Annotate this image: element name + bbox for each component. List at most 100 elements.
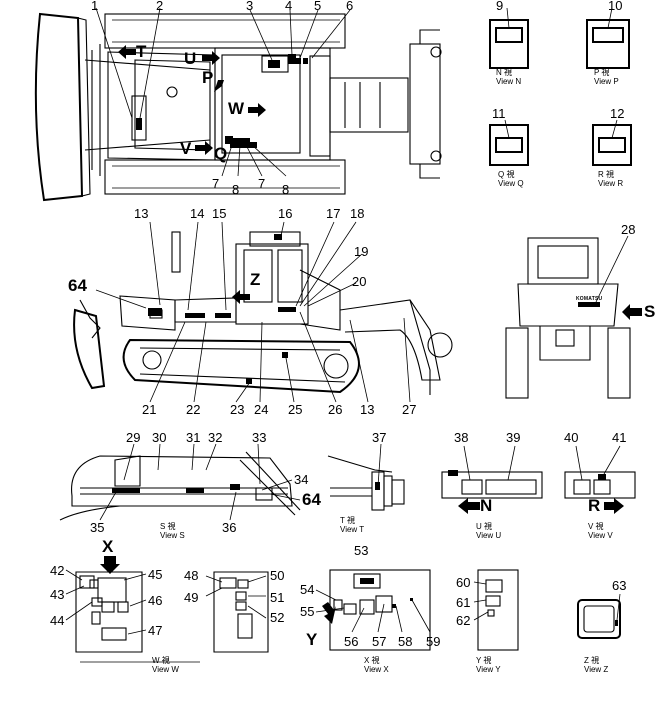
view-letter-T: T bbox=[136, 42, 147, 61]
view-letter-S: S bbox=[644, 302, 656, 321]
callout-13a: 13 bbox=[134, 206, 149, 221]
callout-14: 14 bbox=[190, 206, 205, 221]
callout-23: 23 bbox=[230, 402, 245, 417]
callout-42: 42 bbox=[50, 563, 65, 578]
view-v bbox=[564, 445, 636, 514]
callout-56: 56 bbox=[344, 634, 359, 649]
view-s bbox=[59, 443, 301, 521]
callout-48: 48 bbox=[184, 568, 199, 583]
callout-63: 63 bbox=[612, 578, 627, 593]
view-letter-Y: Y bbox=[306, 630, 318, 649]
callout-4: 4 bbox=[285, 0, 293, 13]
callout-53: 53 bbox=[354, 543, 369, 558]
callout-36: 36 bbox=[222, 520, 237, 535]
callout-7b: 7 bbox=[258, 176, 266, 191]
callout-20: 20 bbox=[352, 274, 367, 289]
callout-15: 15 bbox=[212, 206, 227, 221]
callout-1: 1 bbox=[91, 0, 99, 13]
brand-label: KOMATSU bbox=[576, 296, 603, 302]
callout-64b: 64 bbox=[302, 490, 321, 509]
callout-44: 44 bbox=[50, 613, 65, 628]
callout-17: 17 bbox=[326, 206, 341, 221]
callout-49: 49 bbox=[184, 590, 199, 605]
view-letter-V: V bbox=[180, 139, 192, 158]
rear-view bbox=[505, 235, 642, 399]
callout-64a: 64 bbox=[68, 276, 87, 295]
callout-57: 57 bbox=[372, 634, 387, 649]
view-t bbox=[327, 443, 405, 511]
callout-61: 61 bbox=[456, 595, 471, 610]
callout-46: 46 bbox=[148, 593, 163, 608]
callout-9: 9 bbox=[496, 0, 504, 13]
callout-62: 62 bbox=[456, 613, 471, 628]
callout-22: 22 bbox=[186, 402, 201, 417]
view-letter-Z: Z bbox=[250, 270, 261, 289]
callout-13b: 13 bbox=[360, 402, 375, 417]
callout-2: 2 bbox=[156, 0, 164, 13]
view-letter-R: R bbox=[588, 496, 601, 515]
callout-11: 11 bbox=[492, 106, 506, 121]
callout-3: 3 bbox=[246, 0, 254, 13]
view-x bbox=[315, 569, 431, 651]
callout-47: 47 bbox=[148, 623, 163, 638]
callout-32: 32 bbox=[208, 430, 223, 445]
callout-16: 16 bbox=[278, 206, 293, 221]
callout-12: 12 bbox=[610, 106, 625, 121]
callout-19: 19 bbox=[354, 244, 369, 259]
callout-10: 10 bbox=[608, 0, 623, 13]
view-z bbox=[577, 593, 621, 639]
callout-27: 27 bbox=[402, 402, 417, 417]
callout-7a: 7 bbox=[212, 176, 220, 191]
callout-6: 6 bbox=[346, 0, 354, 13]
callout-59: 59 bbox=[426, 634, 441, 649]
callout-54: 54 bbox=[300, 582, 315, 597]
callout-34: 34 bbox=[294, 472, 309, 487]
side-view bbox=[73, 221, 453, 403]
callout-55: 55 bbox=[300, 604, 315, 619]
callout-43: 43 bbox=[50, 587, 65, 602]
view-letter-N: N bbox=[480, 496, 493, 515]
callout-51: 51 bbox=[270, 590, 285, 605]
callout-33: 33 bbox=[252, 430, 267, 445]
view-letter-Q: Q bbox=[214, 144, 228, 163]
view-letter-U: U bbox=[184, 49, 197, 68]
small-views bbox=[489, 7, 632, 166]
view-letter-W: W bbox=[228, 99, 245, 118]
callout-8b: 8 bbox=[282, 182, 290, 197]
callout-18: 18 bbox=[350, 206, 365, 221]
callout-25: 25 bbox=[288, 402, 303, 417]
callout-26: 26 bbox=[328, 402, 343, 417]
callout-50: 50 bbox=[270, 568, 285, 583]
callout-41: 41 bbox=[612, 430, 627, 445]
callout-45: 45 bbox=[148, 567, 163, 582]
view-letter-P: P bbox=[202, 68, 214, 87]
callout-58: 58 bbox=[398, 634, 413, 649]
callout-21: 21 bbox=[142, 402, 157, 417]
callout-29: 29 bbox=[126, 430, 141, 445]
callout-35: 35 bbox=[90, 520, 105, 535]
callout-24: 24 bbox=[254, 402, 269, 417]
callout-60: 60 bbox=[456, 575, 471, 590]
callout-31: 31 bbox=[186, 430, 201, 445]
callout-40: 40 bbox=[564, 430, 579, 445]
top-view bbox=[34, 7, 442, 202]
callout-37: 37 bbox=[372, 430, 387, 445]
callout-28: 28 bbox=[621, 222, 636, 237]
callout-38: 38 bbox=[454, 430, 469, 445]
callout-5: 5 bbox=[314, 0, 322, 13]
view-letter-X: X bbox=[102, 537, 114, 556]
